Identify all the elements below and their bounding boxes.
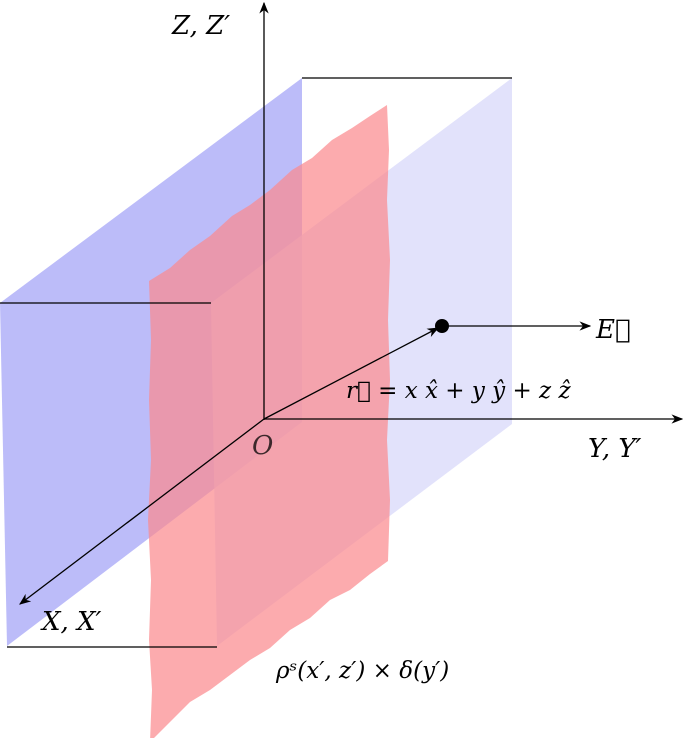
position-vector-label: r⃗ = x x̂ + y ŷ + z ẑ xyxy=(346,378,571,404)
origin-label: O xyxy=(252,431,273,461)
field-label: E⃗ xyxy=(595,315,631,345)
position-vector-arrow xyxy=(263,327,440,420)
charge-density-label: ρˢ(x′, z′) × δ(y′) xyxy=(275,658,449,684)
charged-sheet xyxy=(148,105,390,738)
y-axis-label: Y, Y′ xyxy=(588,434,642,464)
x-axis-label: X, X′ xyxy=(40,607,102,637)
x-axis xyxy=(19,418,265,605)
z-axis-label: Z, Z′ xyxy=(171,11,230,41)
